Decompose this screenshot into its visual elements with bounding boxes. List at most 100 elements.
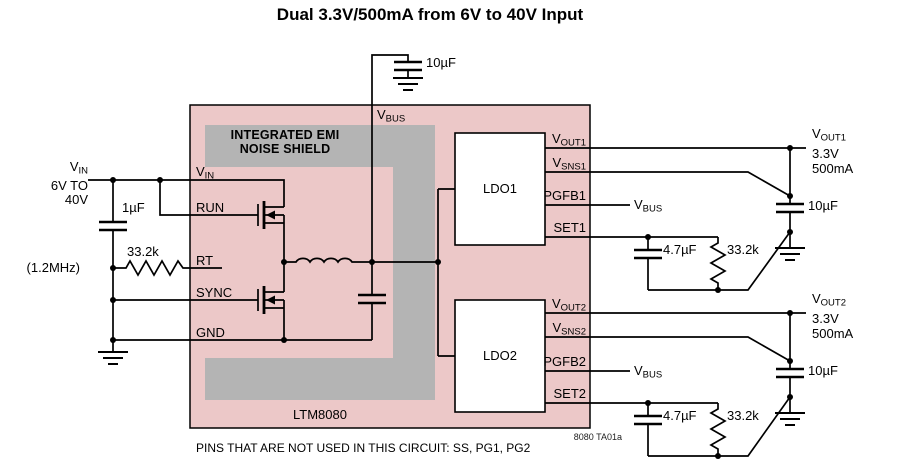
emi-shield-label-line1: INTEGRATED EMI — [230, 128, 340, 142]
label-sub: BUS — [385, 113, 406, 125]
label-sub: SNS2 — [561, 326, 586, 338]
pin-label-vsns1: VSNS1 — [498, 155, 587, 175]
out2-voltage: 3.3V — [812, 310, 839, 326]
capacitors — [99, 60, 804, 426]
pin-label-set2: SET2 — [553, 386, 586, 401]
label-sub: OUT2 — [560, 302, 586, 314]
out1-cap-icon — [776, 202, 804, 214]
input-net-name: VIN — [18, 160, 88, 179]
label-base: V — [552, 155, 562, 170]
label-base: V — [812, 126, 821, 141]
label-base: V — [634, 197, 643, 212]
pin-label-pgfb2: PGFB2 — [543, 354, 586, 369]
pin-label-vout1: VOUT1 — [498, 132, 586, 151]
vin-wire — [88, 179, 285, 207]
out1-net-label: VOUT1 3.3V 500mA — [812, 126, 853, 176]
label-sub: IN — [78, 165, 89, 177]
pin-label-run: RUN — [196, 200, 225, 215]
set1-cap-value: 4.7µF — [663, 242, 697, 257]
set2-cap-value: 4.7µF — [663, 408, 697, 423]
label-base: V — [551, 131, 561, 146]
label-sub: IN — [204, 170, 215, 182]
pin-label-rt: RT — [196, 253, 214, 268]
ldo2-box — [454, 299, 546, 413]
pin-label-set1: SET1 — [553, 220, 586, 235]
set2-gnd-rail — [648, 396, 791, 457]
vbus-ground-icon — [393, 77, 423, 91]
label-sub: BUS — [642, 369, 663, 381]
input-cap-icon — [99, 220, 127, 232]
unused-pins-note: PINS THAT ARE NOT USED IN THIS CIRCUIT: … — [196, 441, 531, 455]
vbus-cap-value: 10µF — [426, 55, 456, 70]
out2-cap-value: 10µF — [808, 363, 838, 378]
ldo1-pin-wires — [545, 147, 806, 238]
run-wire — [159, 180, 258, 216]
emi-shield-label: INTEGRATED EMI NOISE SHIELD — [205, 128, 365, 156]
internal-cap-icon — [358, 293, 386, 305]
pin-label-vsns2: VSNS2 — [498, 320, 587, 340]
figure-id: 8080 TA01a — [573, 432, 622, 442]
label-sub: OUT2 — [820, 297, 847, 309]
label-sub: OUT1 — [820, 132, 847, 144]
input-range-line2: 40V — [64, 191, 88, 207]
mosfet-top-icon — [257, 201, 285, 262]
pin-label-vbus: VBUS — [377, 108, 405, 127]
input-net-label: VIN 6V TO 40V — [18, 160, 88, 207]
set2-res-value: 33.2k — [727, 408, 759, 423]
pin-label-pgfb1: PGFB1 — [543, 188, 586, 203]
input-ground-icon — [98, 351, 128, 365]
page-title: Dual 3.3V/500mA from 6V to 40V Input — [276, 5, 584, 24]
label-sub: BUS — [642, 203, 663, 215]
grounds — [98, 77, 805, 426]
out1-voltage: 3.3V — [812, 145, 839, 161]
ldo2-label: LDO2 — [483, 348, 517, 363]
emi-shield-bottom — [205, 358, 435, 400]
rt-frequency: (1.2MHz) — [26, 260, 80, 275]
pin-label-vin: VIN — [196, 165, 214, 184]
label-sub: SNS1 — [561, 161, 586, 173]
pin-label-vout2: VOUT2 — [498, 297, 586, 316]
power-stage — [257, 201, 285, 340]
set1-cap-icon — [634, 248, 662, 260]
out2-ground-icon — [775, 412, 805, 426]
rt-resistor-value: 33.2k — [127, 244, 159, 259]
set1-res-value: 33.2k — [727, 242, 759, 257]
pgfb1-net-label: VBUS — [634, 198, 662, 217]
pin-label-gnd: GND — [196, 325, 225, 340]
label-base: V — [552, 320, 562, 335]
junction-dots — [110, 145, 793, 459]
out1-current: 500mA — [812, 160, 854, 176]
set1-resistor-icon — [709, 237, 727, 290]
label-base: V — [634, 363, 643, 378]
ldo1-label: LDO1 — [483, 181, 517, 196]
out2-current: 500mA — [812, 325, 854, 341]
label-base: V — [196, 164, 205, 179]
label-sub: OUT1 — [560, 137, 586, 149]
pin-label-sync: SYNC — [196, 285, 233, 300]
label-base: V — [377, 107, 386, 122]
out2-cap-icon — [776, 367, 804, 379]
rt-resistor-icon — [113, 259, 222, 277]
ldo-feed-wire — [437, 188, 455, 357]
set2-cap-icon — [634, 414, 662, 426]
ldo2-pin-wires — [545, 312, 806, 404]
vbus-cap-icon — [394, 60, 422, 72]
ldo1-box — [454, 132, 546, 246]
pgfb2-net-label: VBUS — [634, 364, 662, 383]
vbus-wire — [371, 54, 409, 262]
label-base: V — [551, 296, 561, 311]
out2-net-label: VOUT2 3.3V 500mA — [812, 291, 853, 341]
ldo-blocks — [454, 132, 546, 413]
module-part-number: LTM8080 — [293, 407, 347, 422]
input-range-line1: 6V TO — [50, 177, 88, 193]
label-base: V — [812, 291, 821, 306]
set2-resistor-icon — [709, 403, 727, 456]
out1-net-name: VOUT1 — [812, 126, 853, 146]
mosfet-bottom-icon — [257, 262, 285, 340]
emi-shield-label-line2: NOISE SHIELD — [239, 142, 331, 156]
input-cap-value: 1µF — [122, 200, 145, 215]
inductor-icon — [284, 257, 438, 264]
set1-gnd-rail — [648, 231, 791, 291]
